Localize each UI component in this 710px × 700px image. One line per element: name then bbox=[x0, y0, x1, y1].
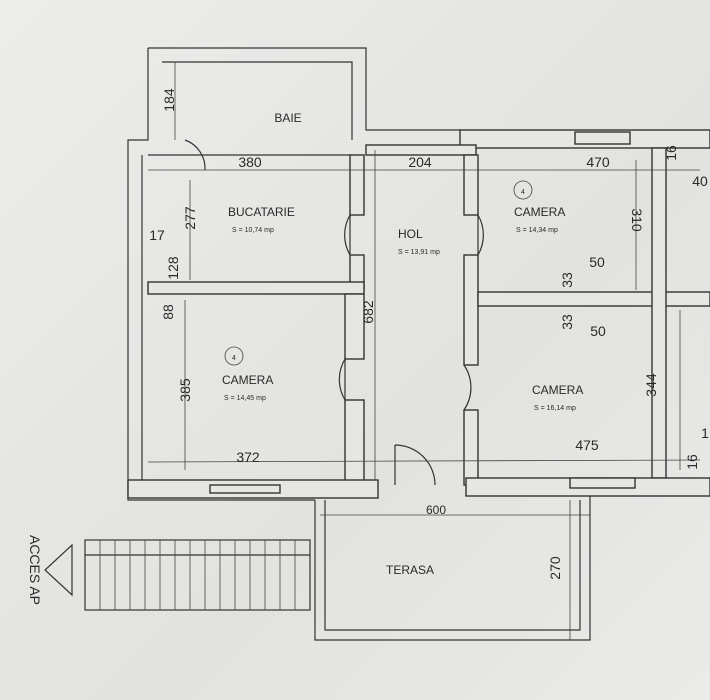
access-arrow-icon bbox=[44, 543, 73, 597]
dim-label: 50 bbox=[589, 254, 605, 270]
wall-buc-camera bbox=[147, 281, 365, 295]
outer-wall-outline bbox=[127, 47, 710, 501]
room-baie: BAIE bbox=[274, 111, 301, 125]
door-buc-hol bbox=[344, 212, 351, 258]
access-label: ACCES AP bbox=[27, 535, 43, 605]
window-south-right bbox=[569, 477, 636, 489]
dim-label: 385 bbox=[177, 378, 193, 402]
dim-label: 470 bbox=[586, 154, 610, 170]
dim-label: 16 bbox=[663, 145, 679, 161]
area-hol: S = 13,91 mp bbox=[398, 249, 440, 256]
wall-camw-hol-top bbox=[344, 293, 365, 360]
east-wall bbox=[651, 147, 667, 479]
wall-camw-hol-bottom bbox=[344, 399, 365, 486]
door-camw-hol bbox=[338, 356, 346, 403]
door-entrance bbox=[394, 444, 436, 486]
door-hol-camse bbox=[463, 364, 472, 411]
dim-label: 372 bbox=[236, 449, 260, 465]
dimension-labels: 184 380 204 470 16 40 277 17 128 88 385 … bbox=[149, 88, 709, 580]
window-south-left bbox=[209, 484, 281, 494]
dim-label: 16 bbox=[684, 454, 700, 470]
wall-camne-camse bbox=[477, 291, 710, 307]
dim-label: 475 bbox=[575, 437, 599, 453]
room-hol: HOL bbox=[398, 227, 423, 241]
dim-label: 128 bbox=[165, 256, 181, 280]
walls bbox=[127, 47, 710, 501]
room-bucatarie: BUCATARIE bbox=[228, 205, 295, 219]
wall-hol-camse-mid bbox=[463, 254, 479, 366]
room-terasa: TERASA bbox=[386, 563, 434, 577]
door-baie bbox=[184, 139, 206, 171]
area-camera-se: S = 16,14 mp bbox=[534, 405, 576, 412]
badge-camera-w: 4 bbox=[232, 355, 236, 362]
dim-label: 380 bbox=[238, 154, 262, 170]
badge-circle bbox=[513, 180, 533, 200]
dim-label: 33 bbox=[559, 272, 575, 288]
area-bucatarie: S = 10,74 mp bbox=[232, 227, 274, 234]
door-hol-camne bbox=[477, 212, 484, 258]
room-camera-ne: CAMERA bbox=[514, 205, 565, 219]
dim-label: 270 bbox=[547, 556, 563, 580]
window-north-right bbox=[574, 131, 631, 145]
dim-label: 600 bbox=[426, 503, 446, 517]
dimension-lines bbox=[147, 62, 701, 640]
area-camera-ne: S = 14,34 mp bbox=[516, 227, 558, 234]
dim-label: 184 bbox=[161, 88, 177, 112]
room-camera-se: CAMERA bbox=[532, 383, 583, 397]
dim-label: 204 bbox=[408, 154, 432, 170]
dim-label: 40 bbox=[692, 173, 708, 189]
badge-circle bbox=[224, 346, 244, 366]
wall-hol-camse-bottom bbox=[463, 409, 479, 486]
dim-label: 310 bbox=[629, 208, 645, 232]
dim-label: 33 bbox=[559, 314, 575, 330]
wall-buc-hol-top bbox=[349, 154, 365, 216]
terrace-outline bbox=[314, 500, 591, 641]
doors bbox=[184, 139, 484, 486]
dim-label: 50 bbox=[590, 323, 606, 339]
dim-label: 277 bbox=[182, 206, 198, 230]
dim-label: 88 bbox=[160, 304, 176, 320]
stairs bbox=[84, 539, 311, 611]
dim-label: 17 bbox=[149, 227, 165, 243]
wall-hol-camne-top bbox=[463, 154, 479, 216]
area-camera-w: S = 14,45 mp bbox=[224, 395, 266, 402]
dim-label: 682 bbox=[360, 300, 376, 324]
badge-camera-ne: 4 bbox=[521, 189, 525, 196]
room-camera-w: CAMERA bbox=[222, 373, 273, 387]
dim-label: 1 bbox=[701, 425, 709, 441]
dim-label: 344 bbox=[643, 373, 659, 397]
north-wall-hol bbox=[365, 144, 477, 156]
